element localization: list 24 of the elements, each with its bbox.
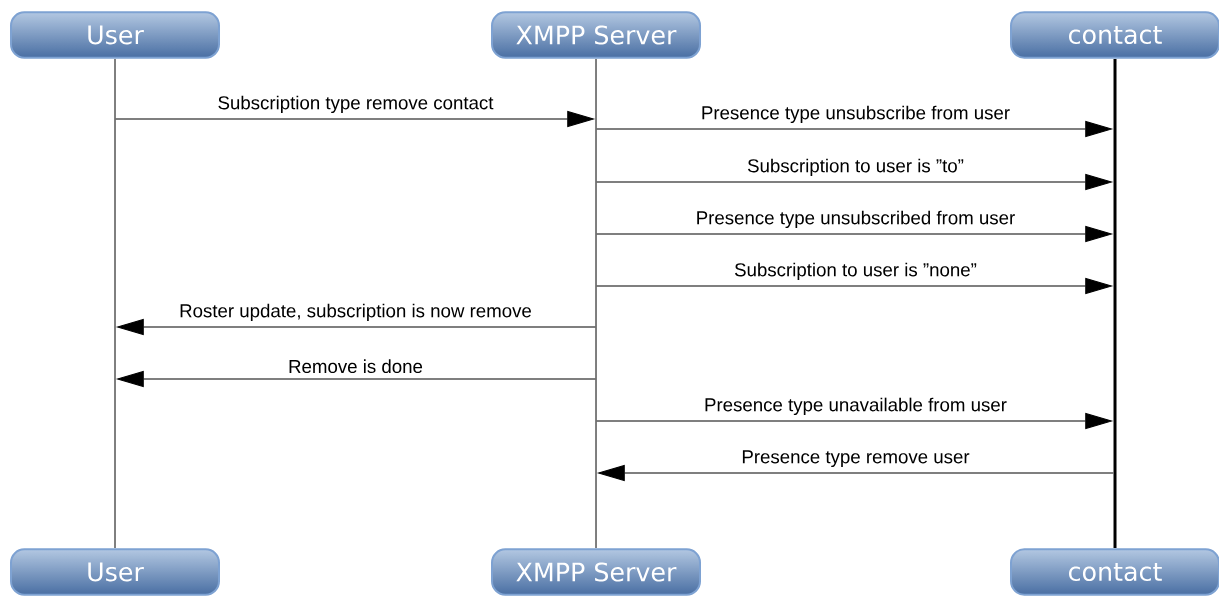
edge-label: Presence type unavailable from user [705,397,1007,416]
participant-box: contact [1010,11,1219,59]
message-arrow [596,226,1112,242]
participant-box: contact [1010,548,1219,596]
edge-label: Remove is done [289,359,423,374]
edge-label: Presence type remove user [742,450,970,468]
message-arrow [117,319,596,335]
message-arrow [117,371,596,387]
message-arrow [596,278,1112,294]
edge-label: Roster update, subscription is now remove [180,303,531,322]
participant-box: XMPP Server [491,11,701,59]
message-arrow [115,111,594,127]
message-arrow [598,465,1114,481]
message-arrow [596,121,1112,137]
edge-label: Presence type unsubscribed from user [697,210,1015,229]
message-arrow [596,413,1112,429]
edge-label: Subscription type remove contact [218,95,494,114]
edge-label: Presence type unsubscribe from user [702,105,1010,124]
participant-box: User [10,548,220,596]
message-arrow [596,174,1112,190]
participant-box: XMPP Server [491,548,701,596]
participant-box: User [10,11,220,59]
edge-label: Subscription to user is ”none” [735,262,977,281]
edge-label: Subscription to user is ”to” [747,158,964,177]
